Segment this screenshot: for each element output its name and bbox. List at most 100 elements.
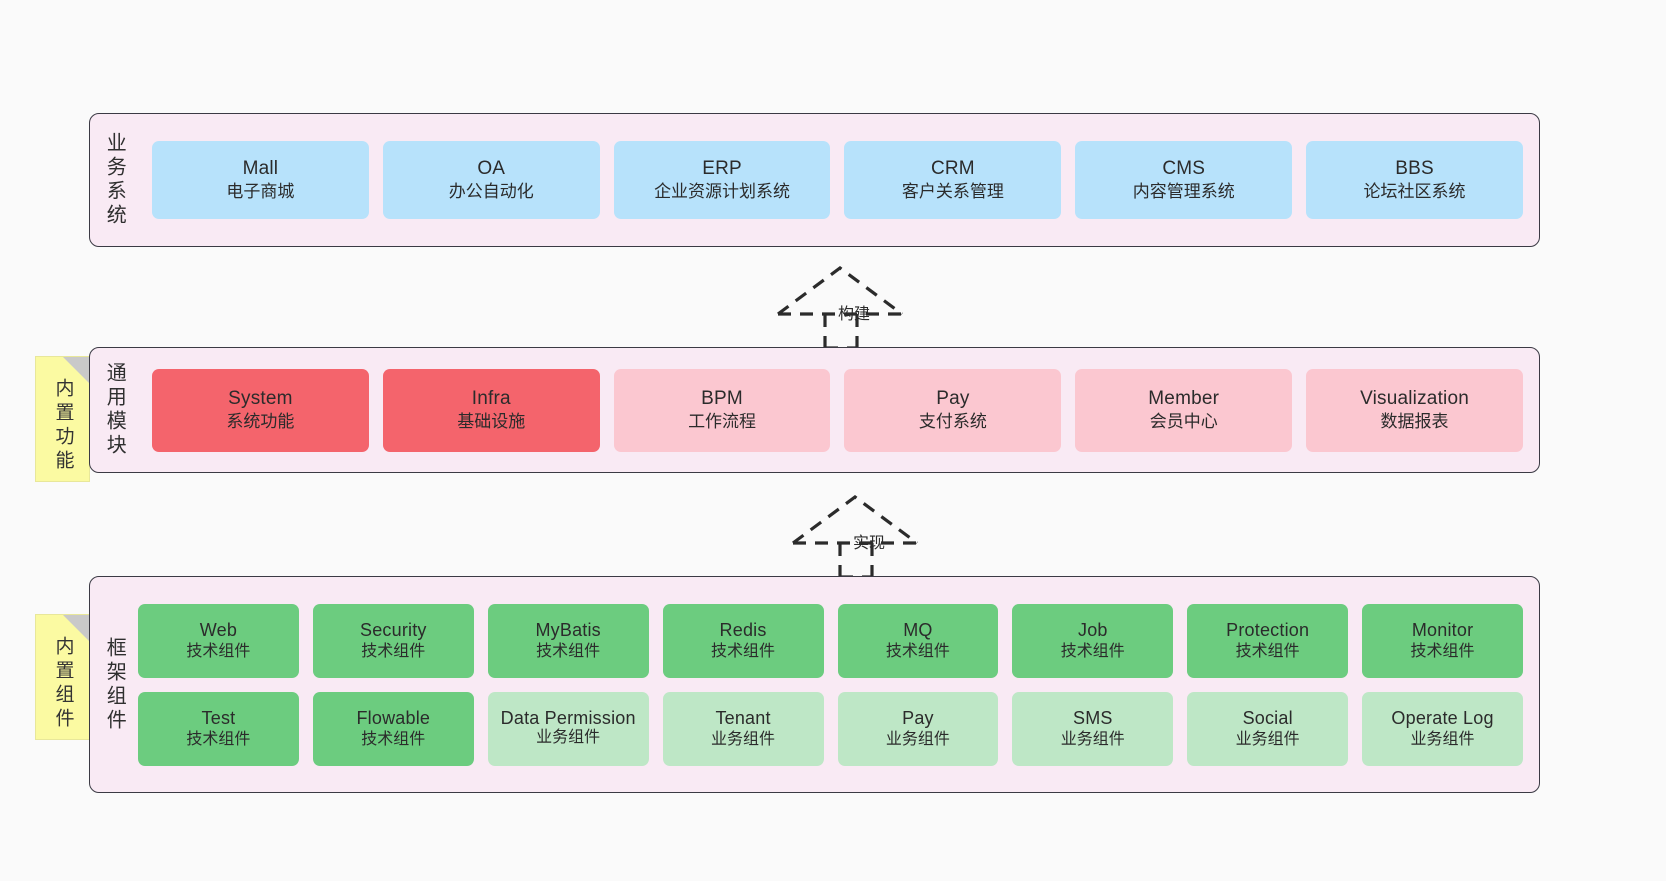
- card-title-cn: 业务组件: [1060, 730, 1125, 748]
- layer-common-modules: 通用模块 System 系统功能 Infra 基础设施 BPM 工作流程 Pay…: [89, 347, 1540, 473]
- layer-title-framework-components: 框架组件: [90, 577, 138, 792]
- card-test[interactable]: Test 技术组件: [138, 691, 299, 766]
- layer-framework-components: 框架组件 Web 技术组件 Security 技术组件 MyBatis 技术组件…: [89, 576, 1540, 793]
- card-title-en: Test: [201, 707, 236, 728]
- card-title-en: Data Permission: [500, 708, 636, 729]
- card-title-cn: 支付系统: [918, 412, 987, 432]
- card-title-cn: 电子商城: [226, 182, 295, 202]
- sticky-note-label: 内置功能: [52, 378, 74, 474]
- card-title-en: Pay: [902, 707, 934, 728]
- card-title-cn: 技术组件: [1060, 642, 1125, 660]
- card-title-en: Social: [1242, 707, 1293, 728]
- connector-implement-label: 实现: [853, 535, 886, 552]
- card-oa[interactable]: OA 办公自动化: [382, 141, 600, 219]
- card-title-en: Job: [1078, 619, 1108, 640]
- card-system[interactable]: System 系统功能: [152, 368, 369, 452]
- layer-title-label: 业务系统: [103, 132, 126, 228]
- card-title-cn: 业务组件: [536, 729, 601, 747]
- card-title-cn: 技术组件: [361, 642, 426, 660]
- sticky-note-builtin-components: 内置组件: [35, 614, 90, 740]
- layer-title-label: 框架组件: [103, 636, 126, 733]
- sticky-note-builtin-features: 内置功能: [35, 356, 90, 482]
- card-title-cn: 系统功能: [226, 412, 295, 432]
- framework-row-business: Test 技术组件 Flowable 技术组件 Data Permission …: [138, 691, 1523, 766]
- card-sms[interactable]: SMS 业务组件: [1012, 691, 1174, 766]
- card-job[interactable]: Job 技术组件: [1012, 603, 1174, 678]
- card-redis[interactable]: Redis 技术组件: [662, 603, 824, 678]
- card-bbs[interactable]: BBS 论坛社区系统: [1306, 141, 1523, 219]
- card-flowable[interactable]: Flowable 技术组件: [312, 691, 474, 766]
- card-data-permission[interactable]: Data Permission 业务组件: [487, 691, 649, 766]
- card-erp[interactable]: ERP 企业资源计划系统: [613, 141, 831, 219]
- card-title-en: Protection: [1226, 619, 1310, 640]
- card-operate-log[interactable]: Operate Log 业务组件: [1362, 691, 1523, 766]
- card-title-en: ERP: [702, 157, 742, 179]
- card-crm[interactable]: CRM 客户关系管理: [844, 141, 1062, 219]
- card-monitor[interactable]: Monitor 技术组件: [1362, 603, 1523, 678]
- layer-body-business-systems: Mall 电子商城 OA 办公自动化 ERP 企业资源计划系统 CRM 客户关系…: [138, 114, 1539, 246]
- card-cms[interactable]: CMS 内容管理系统: [1075, 141, 1293, 219]
- layer-title-label: 通用模块: [103, 362, 126, 458]
- card-title-cn: 技术组件: [1235, 642, 1300, 660]
- connector-build-label: 构建: [838, 306, 871, 323]
- card-title-en: CRM: [930, 157, 975, 179]
- sticky-fold-corner: [63, 615, 89, 641]
- card-security[interactable]: Security 技术组件: [312, 603, 474, 678]
- card-title-en: Infra: [471, 387, 511, 409]
- card-mall[interactable]: Mall 电子商城: [152, 141, 369, 219]
- card-title-en: Member: [1148, 387, 1220, 409]
- layer-title-common-modules: 通用模块: [90, 348, 138, 472]
- card-title-cn: 技术组件: [361, 730, 426, 748]
- card-title-en: SMS: [1073, 707, 1113, 728]
- card-title-cn: 内容管理系统: [1132, 182, 1235, 202]
- card-title-en: Flowable: [356, 707, 431, 728]
- card-title-en: CMS: [1162, 157, 1206, 179]
- card-title-cn: 数据报表: [1380, 412, 1449, 432]
- sticky-fold-corner: [63, 357, 89, 383]
- card-title-en: Operate Log: [1391, 707, 1494, 728]
- card-tenant[interactable]: Tenant 业务组件: [662, 691, 824, 766]
- card-title-cn: 客户关系管理: [901, 182, 1004, 202]
- card-title-en: OA: [477, 157, 506, 179]
- card-title-cn: 工作流程: [688, 412, 757, 432]
- card-bpm[interactable]: BPM 工作流程: [613, 368, 831, 452]
- card-title-en: MQ: [903, 619, 933, 640]
- card-title-en: Redis: [719, 619, 767, 640]
- card-web[interactable]: Web 技术组件: [138, 603, 299, 678]
- card-title-cn: 技术组件: [711, 642, 776, 660]
- card-title-cn: 技术组件: [885, 642, 950, 660]
- card-title-cn: 业务组件: [1410, 730, 1475, 748]
- layer-title-business-systems: 业务系统: [90, 114, 138, 246]
- card-infra[interactable]: Infra 基础设施: [382, 368, 600, 452]
- layer-business-systems: 业务系统 Mall 电子商城 OA 办公自动化 ERP 企业资源计划系统 CRM…: [89, 113, 1540, 247]
- card-title-cn: 技术组件: [536, 642, 601, 660]
- framework-row-technical: Web 技术组件 Security 技术组件 MyBatis 技术组件 Redi…: [138, 603, 1523, 678]
- layer-body-framework-components: Web 技术组件 Security 技术组件 MyBatis 技术组件 Redi…: [138, 577, 1539, 792]
- card-member[interactable]: Member 会员中心: [1075, 368, 1293, 452]
- card-title-en: System: [228, 387, 293, 409]
- card-visualization[interactable]: Visualization 数据报表: [1306, 368, 1523, 452]
- card-title-en: Mall: [242, 157, 279, 179]
- card-title-en: Tenant: [715, 707, 771, 728]
- card-title-cn: 业务组件: [885, 730, 950, 748]
- card-title-cn: 技术组件: [186, 730, 251, 748]
- card-title-en: BBS: [1395, 157, 1434, 179]
- card-social[interactable]: Social 业务组件: [1187, 691, 1349, 766]
- card-mq[interactable]: MQ 技术组件: [837, 603, 999, 678]
- card-pay[interactable]: Pay 支付系统: [844, 368, 1062, 452]
- card-title-cn: 技术组件: [186, 642, 251, 660]
- card-title-cn: 论坛社区系统: [1363, 182, 1466, 202]
- card-title-en: Pay: [936, 387, 970, 409]
- card-title-cn: 业务组件: [711, 730, 776, 748]
- card-protection[interactable]: Protection 技术组件: [1187, 603, 1349, 678]
- card-title-en: BPM: [701, 387, 743, 409]
- card-title-en: MyBatis: [535, 619, 601, 640]
- layer-body-common-modules: System 系统功能 Infra 基础设施 BPM 工作流程 Pay 支付系统…: [138, 348, 1539, 472]
- card-title-en: Visualization: [1360, 387, 1470, 409]
- card-mybatis[interactable]: MyBatis 技术组件: [487, 603, 649, 678]
- connector-build: 构建: [765, 258, 915, 350]
- card-title-cn: 技术组件: [1410, 642, 1475, 660]
- card-title-en: Web: [199, 619, 238, 640]
- card-pay-component[interactable]: Pay 业务组件: [837, 691, 999, 766]
